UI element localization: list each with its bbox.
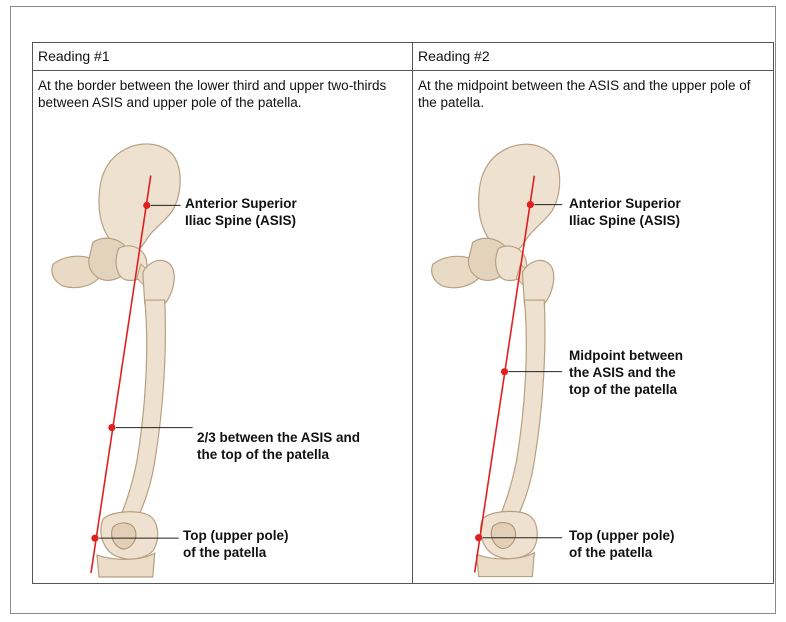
patella-point: [475, 534, 482, 541]
label-line: the ASIS and the: [569, 364, 683, 381]
asis-patella-line: [91, 176, 151, 574]
reading-2-patella-label: Top (upper pole) of the patella: [569, 527, 674, 561]
patella-point: [91, 535, 98, 542]
label-line: Top (upper pole): [183, 527, 288, 544]
reading-2-header: Reading #2: [413, 43, 773, 71]
femoral-head: [496, 246, 527, 280]
reading-2-asis-label: Anterior Superior Iliac Spine (ASIS): [569, 195, 681, 229]
reading-1-point-label: 2/3 between the ASIS and the top of the …: [197, 429, 360, 463]
acetabulum-shape: [89, 238, 130, 280]
label-line: top of the patella: [569, 381, 683, 398]
asis-point: [143, 202, 150, 209]
femoral-condyles: [481, 511, 538, 558]
reading-2-column: Reading #2 At the midpoint between the A…: [413, 43, 773, 583]
reading-2-point-label: Midpoint between the ASIS and the top of…: [569, 347, 683, 398]
label-line: Top (upper pole): [569, 527, 674, 544]
tibia-top: [97, 553, 155, 577]
reading-1-column: Reading #1 At the border between the low…: [33, 43, 413, 583]
two-thirds-point: [108, 424, 115, 431]
label-line: Anterior Superior: [185, 195, 297, 212]
reading-1-femur-illustration: [33, 43, 412, 583]
reading-2-femur-illustration: [413, 43, 773, 583]
femur-shaft: [499, 300, 545, 519]
label-line: Midpoint between: [569, 347, 683, 364]
ischium-shape: [52, 256, 99, 287]
femoral-head: [116, 246, 147, 280]
label-line: of the patella: [183, 544, 288, 561]
femur-bone: [52, 144, 180, 577]
label-line: Anterior Superior: [569, 195, 681, 212]
femoral-neck: [137, 264, 157, 294]
reading-1-header: Reading #1: [33, 43, 412, 71]
label-line: the top of the patella: [197, 446, 360, 463]
patella-shape: [491, 523, 515, 549]
femoral-condyles: [101, 512, 158, 559]
acetabulum-shape: [468, 238, 509, 280]
asis-point: [527, 201, 534, 208]
tibia-top: [477, 553, 535, 577]
asis-patella-line: [475, 176, 535, 573]
reading-1-patella-label: Top (upper pole) of the patella: [183, 527, 288, 561]
greater-trochanter: [522, 260, 553, 304]
reading-2-description: At the midpoint between the ASIS and the…: [413, 71, 773, 111]
midpoint-point: [501, 368, 508, 375]
femur-bone: [432, 144, 560, 576]
patella-shape: [112, 523, 136, 549]
femoral-neck: [516, 264, 536, 294]
ischium-shape: [432, 256, 479, 287]
label-line: of the patella: [569, 544, 674, 561]
femur-shaft: [119, 300, 166, 519]
pelvis-shape: [99, 144, 180, 253]
label-line: Iliac Spine (ASIS): [185, 212, 297, 229]
reading-1-description: At the border between the lower third an…: [33, 71, 412, 111]
pelvis-shape: [479, 144, 560, 253]
reading-1-asis-label: Anterior Superior Iliac Spine (ASIS): [185, 195, 297, 229]
label-line: 2/3 between the ASIS and: [197, 429, 360, 446]
greater-trochanter: [143, 260, 174, 304]
label-line: Iliac Spine (ASIS): [569, 212, 681, 229]
comparison-table: Reading #1 At the border between the low…: [32, 42, 774, 584]
